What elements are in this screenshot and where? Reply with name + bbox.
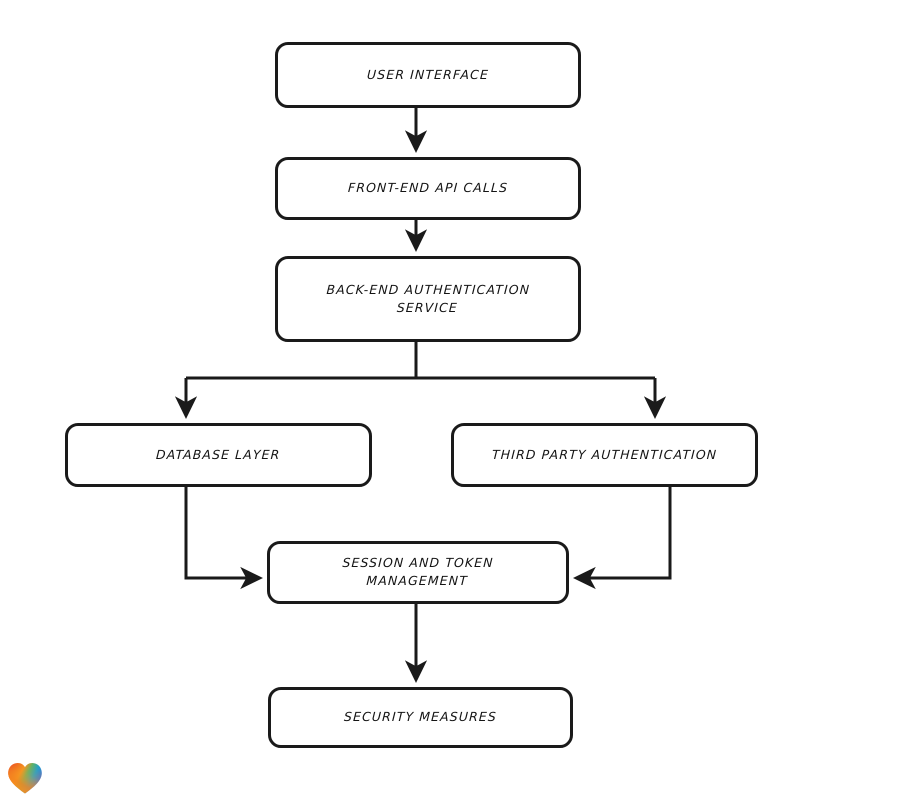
node-third-party-authentication[interactable]: Third Party Authentication: [451, 423, 758, 487]
node-user-interface[interactable]: User Interface: [275, 42, 581, 108]
node-security-measures-label: Security Measures: [343, 709, 498, 725]
heart-icon: [8, 763, 42, 794]
node-session-and-token-management-label: Session and Token Management: [342, 555, 495, 589]
node-backend-authentication-service-label: Back-End Authentication Service: [326, 281, 531, 315]
node-backend-authentication-service[interactable]: Back-End Authentication Service: [275, 256, 581, 342]
node-frontend-api-calls-label: Front-End API Calls: [347, 180, 509, 196]
node-session-and-token-management[interactable]: Session and Token Management: [267, 541, 569, 604]
node-third-party-authentication-label: Third Party Authentication: [491, 446, 718, 462]
node-database-layer[interactable]: Database Layer: [65, 423, 372, 487]
node-database-layer-label: Database Layer: [155, 446, 282, 462]
node-user-interface-label: User Interface: [366, 66, 490, 82]
edge-database-to-session: [184, 487, 264, 590]
edge-third-party-to-session: [572, 487, 672, 590]
node-security-measures[interactable]: Security Measures: [268, 687, 573, 748]
node-frontend-api-calls[interactable]: Front-End API Calls: [275, 157, 581, 220]
